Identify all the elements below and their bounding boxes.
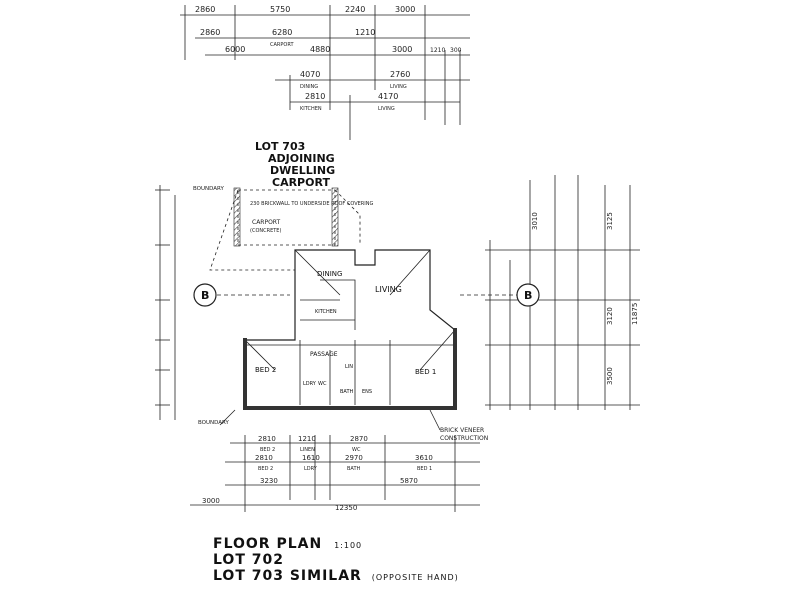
dim-bottom-r2-1: 2810	[255, 454, 273, 462]
boundary-bottom-note: BOUNDARY	[198, 420, 230, 426]
dim-row3-3: 3000	[392, 45, 412, 54]
dim-top-1: 2860	[195, 5, 215, 14]
room-ldry: LDRY	[303, 381, 317, 387]
dim-row5-sub-2: LIVING	[378, 106, 395, 112]
room-bed2: BED 2	[255, 366, 276, 374]
dim-bottom-r2-sub-1: BED 2	[258, 466, 273, 472]
dim-top-4: 3000	[395, 5, 415, 14]
dim-right-3: 3120	[606, 307, 614, 325]
room-dining: DINING	[317, 270, 342, 278]
room-bath: BATH	[340, 389, 354, 395]
dim-right-4: 11875	[631, 303, 639, 325]
room-passage: PASSAGE	[310, 351, 338, 358]
lot-703-line4: CARPORT	[272, 176, 330, 189]
dim-right-5: 3500	[606, 367, 614, 385]
section-letter-left: B	[201, 289, 209, 302]
carport-sub: (CONCRETE)	[250, 228, 281, 234]
dim-row5-1: 2810	[305, 92, 325, 101]
dim-bottom-r1-sub-3: WC	[352, 447, 361, 453]
section-letter-right: B	[524, 289, 532, 302]
dim-row5-2: 4170	[378, 92, 398, 101]
dim-bottom-r2-sub-3: BATH	[347, 466, 361, 472]
dim-bottom-r3-2: 5870	[400, 477, 418, 485]
room-kitchen: KITCHEN	[315, 309, 337, 315]
dim-row3-4: 1210	[430, 47, 445, 54]
title-floor-plan: FLOOR PLAN 1:100	[213, 536, 362, 552]
dim-row3-2: 4880	[310, 45, 330, 54]
dim-bottom-r1-sub-2: LINEN	[300, 447, 315, 453]
dim-row4-sub-2: LIVING	[390, 84, 407, 90]
room-ens: ENS	[362, 389, 372, 395]
dim-row2-3: 1210	[355, 28, 375, 37]
title-lot-703-similar: LOT 703 SIMILAR (OPPOSITE HAND)	[213, 568, 459, 584]
dim-bottom-r1-2: 1210	[298, 435, 316, 443]
construction-note: CONSTRUCTION	[440, 435, 488, 442]
carport-label: CARPORT	[252, 219, 281, 226]
brickwall-note: 230 BRICKWALL TO UNDERSIDE ROOF COVERING	[250, 201, 373, 207]
dim-top-3: 2240	[345, 5, 365, 14]
dim-row2-1: 2860	[200, 28, 220, 37]
dim-bottom-r3-1: 3230	[260, 477, 278, 485]
dim-bottom-r2-3: 2970	[345, 454, 363, 462]
dim-bottom-r2-sub-4: BED 1	[417, 466, 432, 472]
lot-703-line2: ADJOINING	[268, 152, 335, 165]
dim-row4-1: 4070	[300, 70, 320, 79]
lot-703-line1: LOT 703	[255, 140, 305, 153]
lot-703-line3: DWELLING	[270, 164, 335, 177]
dim-row2-sub: CARPORT	[270, 42, 294, 48]
dim-row4-2: 2760	[390, 70, 410, 79]
dim-bottom-r1-sub-1: BED 2	[260, 447, 275, 453]
title-lot-702: LOT 702	[213, 552, 284, 568]
dim-bottom-r2-2: 1610	[302, 454, 320, 462]
title-scale: 1:100	[334, 541, 363, 550]
dim-row3-1: 6000	[225, 45, 245, 54]
title-line3: LOT 703 SIMILAR	[213, 568, 362, 584]
title-line1: FLOOR PLAN	[213, 536, 323, 552]
dim-row4-sub-1: DINING	[300, 84, 318, 90]
dim-bottom-r4-2: 12350	[335, 504, 357, 512]
room-living: LIVING	[375, 285, 402, 294]
title-note: (OPPOSITE HAND)	[371, 573, 459, 582]
boundary-top-note: BOUNDARY	[193, 186, 225, 192]
section-marker-left	[193, 283, 217, 307]
dim-bottom-r4-1: 3000	[202, 497, 220, 505]
room-bed1: BED 1	[415, 368, 436, 376]
room-lin: LIN	[345, 364, 353, 370]
dim-row5-sub-1: KITCHEN	[300, 106, 322, 112]
dim-bottom-r2-sub-2: LDRY	[304, 466, 318, 472]
dim-bottom-r1-1: 2810	[258, 435, 276, 443]
dim-row2-2: 6280	[272, 28, 292, 37]
room-wc: WC	[318, 381, 327, 387]
brick-veneer-note: BRICK VENEER	[440, 427, 484, 434]
section-marker-right	[516, 283, 540, 307]
dim-bottom-r1-3: 2870	[350, 435, 368, 443]
dim-right-2: 3125	[606, 212, 614, 230]
dim-top-2: 5750	[270, 5, 290, 14]
dim-row3-5: 300	[450, 47, 462, 54]
dim-bottom-r2-4: 3610	[415, 454, 433, 462]
dim-right-1: 3010	[531, 212, 539, 230]
